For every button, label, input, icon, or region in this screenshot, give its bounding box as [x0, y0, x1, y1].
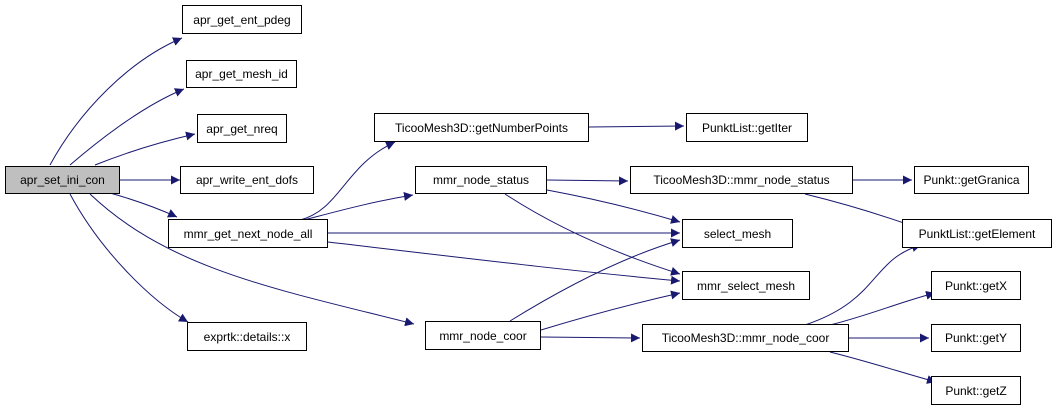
edge-mmr_node_coor-mmr_select_mesh: [540, 290, 681, 331]
edge-apr_set_ini_con-exprtk_details_x: [69, 193, 189, 323]
node-exprtk_details_x[interactable]: exprtk::details::x: [187, 322, 307, 351]
node-mmr_select_mesh[interactable]: mmr_select_mesh: [682, 271, 810, 300]
node-ticoo_get_number_points[interactable]: TicooMesh3D::getNumberPoints: [374, 113, 589, 142]
node-mmr_node_status[interactable]: mmr_node_status: [415, 166, 547, 194]
edge-mmr_node_coor-select_mesh: [509, 238, 681, 322]
edge-apr_set_ini_con-apr_get_mesh_id: [69, 88, 185, 166]
edge-mmr_node_status-ticoo_mmr_node_status: [546, 176, 629, 186]
node-select_mesh[interactable]: select_mesh: [682, 219, 793, 248]
edge-ticoo_mmr_node_status-punktlist_getelement: [804, 193, 916, 229]
edge-mmr_node_coor-ticoo_mmr_node_coor: [540, 333, 641, 343]
edge-mmr_node_status-mmr_select_mesh: [504, 193, 681, 276]
node-punkt_getx[interactable]: Punkt::getX: [931, 271, 1021, 300]
edge-mmr_get_next_node_all-mmr_select_mesh: [327, 241, 681, 285]
node-apr_set_ini_con: apr_set_ini_con: [5, 166, 120, 194]
node-punkt_getgranica[interactable]: Punkt::getGranica: [914, 166, 1029, 194]
node-ticoo_mmr_node_status[interactable]: TicooMesh3D::mmr_node_status: [630, 166, 853, 194]
node-apr_write_ent_dofs[interactable]: apr_write_ent_dofs: [180, 166, 314, 194]
edge-ticoo_mmr_node_coor-punktlist_getelement: [804, 243, 922, 326]
edge-mmr_get_next_node_all-ticoo_get_number_points: [299, 141, 396, 221]
edge-apr_set_ini_con-mmr_node_coor: [89, 193, 415, 327]
edge-apr_set_ini_con-mmr_get_next_node_all: [109, 192, 178, 218]
node-apr_get_ent_pdeg[interactable]: apr_get_ent_pdeg: [182, 5, 302, 34]
node-punkt_getz[interactable]: Punkt::getZ: [931, 376, 1021, 405]
node-apr_get_mesh_id[interactable]: apr_get_mesh_id: [186, 60, 297, 88]
node-punktlist_getiter[interactable]: PunktList::getIter: [686, 113, 808, 142]
edge-ticoo_mmr_node_coor-punkt_getz: [829, 351, 937, 384]
edge-ticoo_mmr_node_coor-punkt_getx: [829, 290, 936, 326]
node-ticoo_mmr_node_coor[interactable]: TicooMesh3D::mmr_node_coor: [642, 324, 849, 352]
edge-mmr_node_status-select_mesh: [546, 189, 681, 224]
node-punkt_gety[interactable]: Punkt::getY: [931, 324, 1021, 352]
node-apr_get_nreq[interactable]: apr_get_nreq: [197, 114, 287, 143]
edge-apr_set_ini_con-apr_get_ent_pdeg: [49, 37, 183, 166]
node-punktlist_getelement[interactable]: PunktList::getElement: [902, 219, 1052, 248]
edge-mmr_get_next_node_all-mmr_node_status: [299, 192, 414, 222]
node-mmr_node_coor[interactable]: mmr_node_coor: [425, 321, 541, 350]
node-mmr_get_next_node_all[interactable]: mmr_get_next_node_all: [168, 219, 328, 248]
edge-apr_set_ini_con-apr_get_nreq: [94, 131, 196, 166]
edge-ticoo_get_number_points-punktlist_getiter: [588, 121, 685, 131]
